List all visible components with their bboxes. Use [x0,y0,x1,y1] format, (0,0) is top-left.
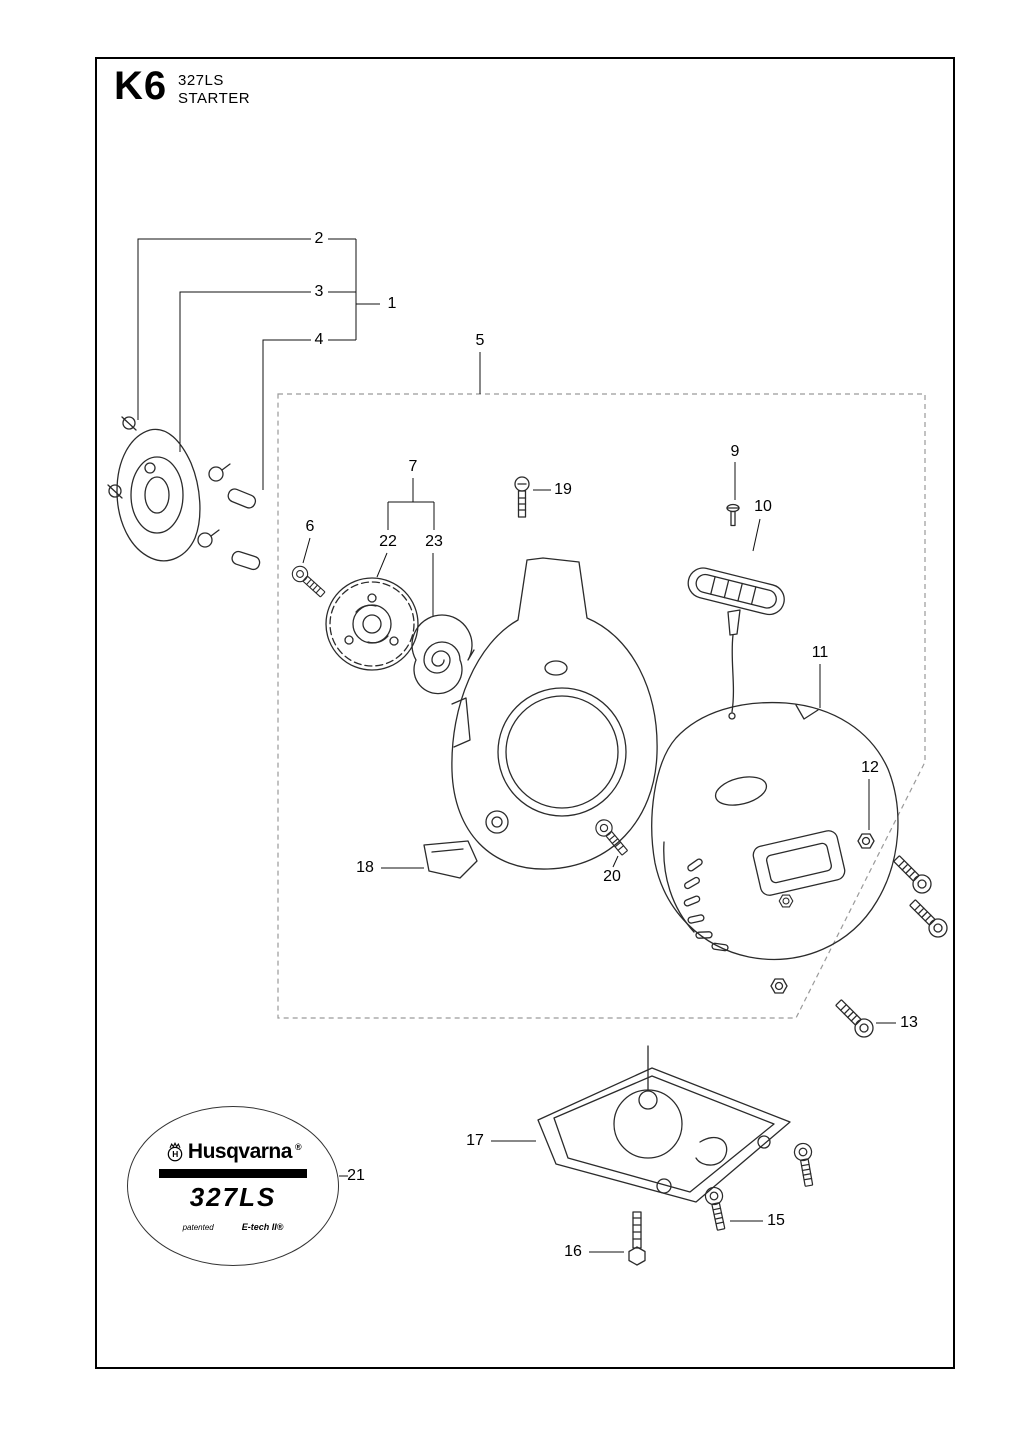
callout-22: 22 [379,533,397,550]
cover-screw [889,851,936,898]
screw-16 [628,1211,646,1266]
starter-handle [687,567,785,720]
callout-9: 9 [730,443,740,460]
callout-6: 6 [305,518,315,535]
starter-cover [651,701,899,961]
callout-2: 2 [314,230,324,247]
badge-fine-print: patented E-tech II® [183,1222,284,1232]
screw-19 [514,476,530,518]
screw-9 [726,503,740,527]
callout-4: 4 [314,331,324,348]
badge-model: 327LS [189,1182,277,1212]
callout-18: 18 [356,859,374,876]
page-code: K6 [114,64,168,108]
callout-20: 20 [603,868,621,885]
callout-23: 23 [425,533,443,550]
callout-19: 19 [554,481,572,498]
screw-20 [592,816,632,859]
patented-text: patented [182,1223,214,1232]
brand-row: H Husqvarna ® [165,1140,302,1164]
nut [778,894,794,908]
page-model: 327LS [178,72,224,89]
callout-17: 17 [466,1132,484,1149]
screw-13 [831,995,878,1042]
baseplate [537,1045,791,1203]
starter-housing [423,557,658,879]
cover-vents [683,858,729,952]
husqvarna-label: H Husqvarna ® 327LS patented E-tech II® [127,1106,339,1266]
svg-text:H: H [172,1149,178,1159]
page-section: STARTER [178,90,251,107]
baseplate-screw [792,1141,818,1188]
nut [770,978,788,994]
callout-7: 7 [408,458,418,475]
callout-21: 21 [347,1167,365,1184]
pawl-assembly [107,416,261,571]
callout-15: 15 [767,1212,785,1229]
callout-11: 11 [811,644,829,661]
brand-registered-mark: ® [294,1142,302,1152]
dashed-boundary [277,393,926,1019]
recoil-spring [411,614,475,695]
callout-16: 16 [564,1243,582,1260]
rope-pulley [325,577,419,671]
callout-13: 13 [900,1014,918,1031]
husqvarna-crown-icon: H [167,1142,183,1162]
callout-5: 5 [475,332,485,349]
callout-12: 12 [861,759,879,776]
cover-screw [905,895,952,942]
badge-divider-bar [159,1169,307,1178]
leader-lines [137,238,896,1253]
nut-12 [857,833,875,849]
screw-6 [288,562,329,601]
callout-10: 10 [754,498,772,515]
etech-text: E-tech II® [241,1222,284,1232]
callout-1: 1 [387,295,397,312]
callout-3: 3 [314,283,324,300]
brand-name: Husqvarna [187,1140,293,1163]
